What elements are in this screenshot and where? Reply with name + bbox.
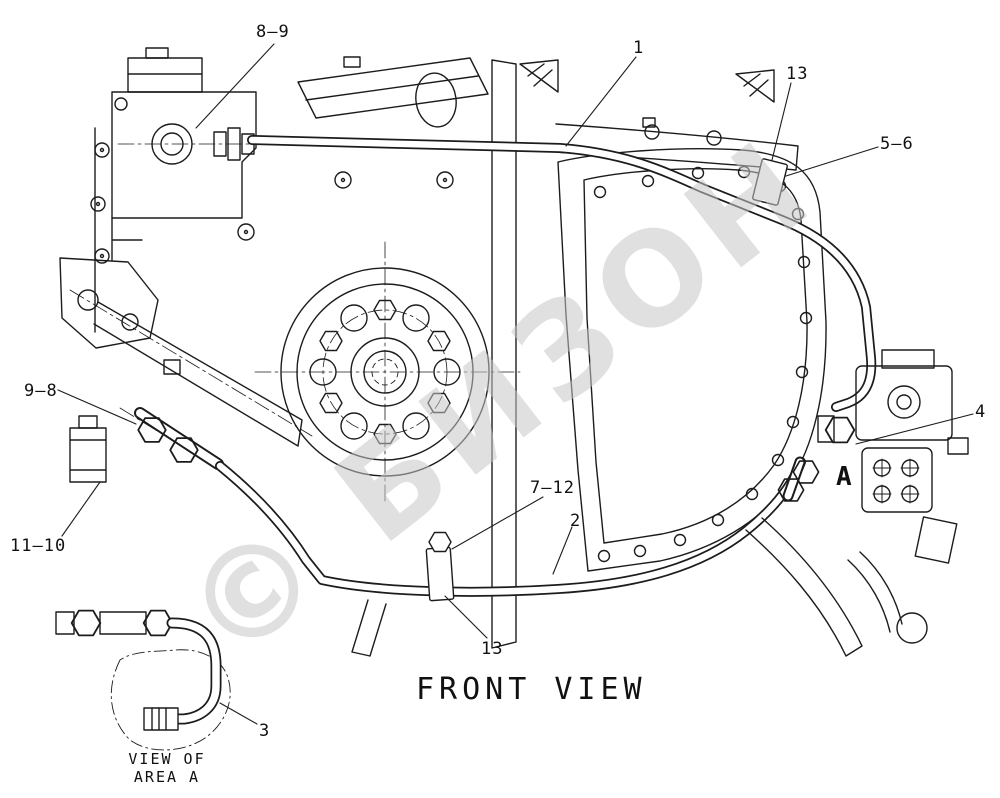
hose-clamp-lower xyxy=(425,531,455,602)
detail-caption-line1: VIEW OF xyxy=(128,750,206,768)
callout-9-8: 9–8 xyxy=(24,381,58,401)
hose-1 xyxy=(247,135,877,412)
callout-1: 1 xyxy=(633,38,645,58)
detail-caption-line2: AREA A xyxy=(133,768,201,786)
callout-area-a: A xyxy=(836,462,852,492)
crank-pulley xyxy=(280,267,490,477)
gear-cover-bolts xyxy=(593,165,813,563)
hose-clamp-upper xyxy=(752,158,788,206)
callout-11-10: 11–10 xyxy=(10,536,67,556)
right-pump-group xyxy=(745,349,969,657)
detail-view-caption: VIEW OF AREA A xyxy=(112,750,222,786)
hose-2 xyxy=(215,457,806,597)
callout-5-6: 5–6 xyxy=(880,134,914,154)
callout-7-12: 7–12 xyxy=(530,478,575,498)
callout-4: 4 xyxy=(975,402,987,422)
detail-view-area-a xyxy=(55,609,231,751)
callout-13-top: 13 xyxy=(786,64,809,84)
callout-3: 3 xyxy=(259,721,271,741)
left-fitting-group xyxy=(69,359,224,483)
leader-lines xyxy=(57,43,974,725)
callout-8-9: 8–9 xyxy=(256,22,290,42)
view-title: FRONT VIEW xyxy=(416,672,647,707)
callout-13-bottom: 13 xyxy=(481,639,504,659)
callout-2: 2 xyxy=(570,511,582,531)
